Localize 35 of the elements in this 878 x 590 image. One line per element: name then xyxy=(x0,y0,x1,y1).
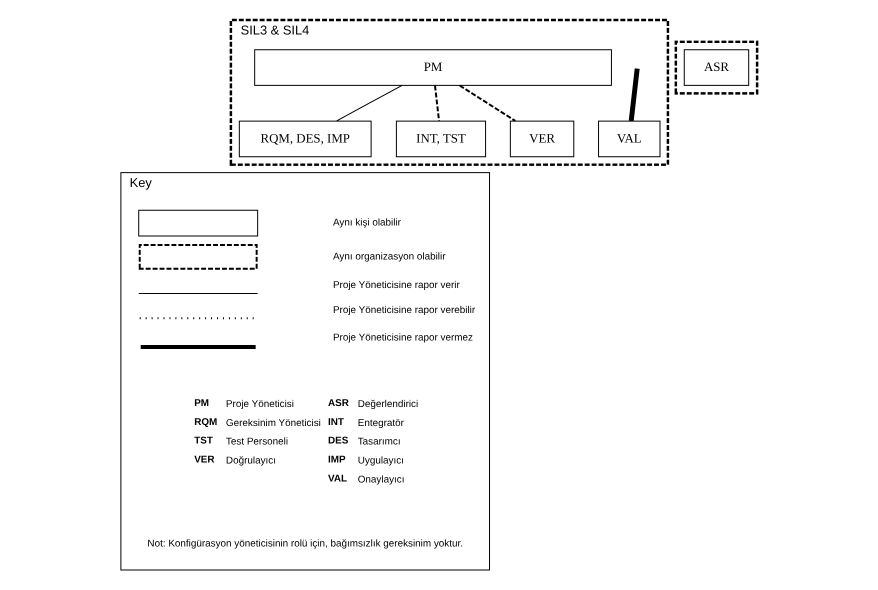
label: Değerlendirici xyxy=(358,398,418,410)
label: PM xyxy=(194,398,210,409)
legend-label: Aynı organizasyon olabilir xyxy=(332,251,446,262)
node-box: INT, TST xyxy=(396,120,486,158)
label: Proje Yöneticisi xyxy=(226,398,294,410)
label: VAL xyxy=(328,473,348,484)
label: Entegratör xyxy=(358,418,404,429)
connector xyxy=(628,68,640,122)
label: TST xyxy=(194,436,213,447)
node-box: ASR xyxy=(684,49,750,86)
label: Onaylayıcı xyxy=(358,474,404,486)
label: DES xyxy=(328,436,348,447)
connector xyxy=(459,84,516,122)
label: IMP xyxy=(328,454,346,466)
label: Gereksinim Yöneticisi xyxy=(226,418,321,429)
label: INT xyxy=(328,416,344,428)
label: Uygulayıcı xyxy=(358,455,404,466)
label: Test Personeli xyxy=(226,436,288,448)
legend-label: Proje Yöneticisine rapor vermez xyxy=(332,332,473,344)
legend-label: Proje Yöneticisine rapor verir xyxy=(332,280,460,292)
label: Tasarımcı xyxy=(358,436,401,448)
node-box: RQM, DES, IMP xyxy=(238,120,372,158)
label: RQM xyxy=(194,416,218,428)
node-box: VAL xyxy=(598,120,660,158)
label: Not: Konfigürasyon yöneticisinin rolü için, bağımsızlık gereksinim yoktur. xyxy=(147,538,463,550)
legend-label: Aynı kişi olabilir xyxy=(332,218,401,229)
label: VER xyxy=(194,454,215,466)
connector xyxy=(336,85,402,122)
node-box: PM xyxy=(254,49,612,86)
label: Doğrulayıcı xyxy=(226,455,276,466)
connector xyxy=(434,86,440,122)
legend-label: Proje Yöneticisine rapor verebilir xyxy=(332,304,476,316)
label: ASR xyxy=(328,398,349,409)
cluster xyxy=(674,40,758,95)
node-box: VER xyxy=(510,120,574,158)
